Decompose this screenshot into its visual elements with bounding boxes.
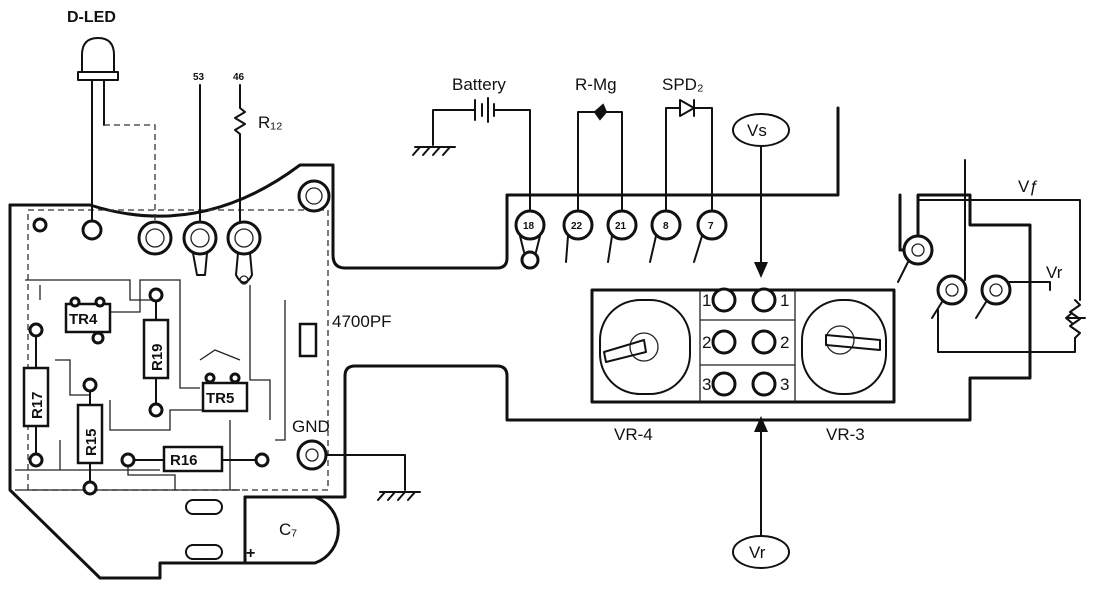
tr5-label: TR5 [206, 390, 234, 407]
vr-num-r3: 3 [780, 375, 789, 394]
pad-vr-a [936, 274, 968, 306]
r-mg-label: R-Mg [575, 75, 617, 94]
pin-46-label: 46 [233, 72, 245, 83]
pin-21: 21 [606, 209, 638, 263]
spd2-label: SPD₂ [662, 75, 704, 94]
tr4-transistor [64, 302, 112, 334]
vr-bottom-label: Vr [749, 543, 766, 562]
vr-num-l3: 3 [702, 375, 711, 394]
vr-num-l1: 1 [702, 291, 711, 310]
gnd-pad [296, 439, 328, 471]
vr4-wiper-icon [603, 339, 647, 363]
vr4-label: VR-4 [614, 425, 653, 444]
r19-resistor [142, 318, 170, 380]
vf-label: Vƒ [1018, 177, 1039, 196]
vs-label: Vs [747, 121, 767, 140]
pin-22: 22 [562, 209, 594, 263]
r19-label: R19 [149, 343, 166, 371]
mount-hole-right [297, 179, 331, 213]
spd2-diode-icon [679, 99, 695, 117]
pin-7: 7 [693, 209, 728, 263]
svg-text:7: 7 [708, 221, 714, 232]
vr-small-label: Vr [1046, 263, 1063, 282]
vr3-label: VR-3 [826, 425, 865, 444]
svg-text:18: 18 [523, 221, 535, 232]
ground-icon-battery [412, 146, 456, 156]
c7-plus: + [246, 545, 255, 562]
vr3-wiper-icon [825, 334, 881, 351]
r16-resistor [162, 445, 224, 473]
pin-18: 18 [514, 209, 546, 270]
r12-resistor-icon [234, 84, 246, 223]
pad-1 [137, 220, 173, 256]
vr3-rotor [801, 299, 887, 395]
vs-arrow-icon [754, 262, 768, 278]
pad-vr-b [980, 274, 1012, 306]
d-led-label: D-LED [67, 9, 116, 26]
board-outline-top [8, 106, 840, 270]
vr-num-r1: 1 [780, 291, 789, 310]
pin-8: 8 [649, 209, 682, 263]
r15-label: R15 [83, 428, 100, 456]
battery-icon [474, 97, 495, 123]
ground-icon-board [377, 491, 421, 501]
battery-label: Battery [452, 75, 506, 94]
tr5-transistor [201, 381, 249, 413]
vr-pot-icon [1065, 299, 1086, 339]
gnd-label: GND [292, 417, 330, 436]
r17-label: R17 [29, 391, 46, 419]
vr4-rotor [599, 299, 691, 395]
c7-outline [243, 495, 340, 565]
pin-53-label: 53 [193, 72, 205, 83]
slot-lower [185, 544, 223, 560]
led-pad [81, 219, 103, 241]
tr4-label: TR4 [69, 311, 98, 328]
vr-arrow-icon [754, 416, 768, 432]
slot-upper [185, 499, 223, 515]
vr-block [590, 288, 896, 404]
d-led-icon [77, 37, 119, 81]
vr-num-r2: 2 [780, 333, 789, 352]
c7-label: C₇ [279, 520, 297, 539]
r12-label: R₁₂ [258, 113, 283, 132]
cap-4700-label: 4700PF [332, 312, 392, 331]
cap-4700-icon [298, 322, 318, 358]
pad-46 [226, 220, 262, 256]
pad-53 [182, 220, 218, 256]
r17-resistor [22, 366, 50, 428]
svg-text:22: 22 [571, 221, 583, 232]
r15-resistor [76, 403, 104, 465]
r-mg-icon [593, 103, 608, 121]
mount-hole-left [32, 217, 48, 233]
vr-num-l2: 2 [702, 333, 711, 352]
svg-text:8: 8 [663, 221, 669, 232]
r16-label: R16 [170, 452, 198, 469]
vr-probe-label-bubble [732, 535, 790, 569]
pad-vf [902, 234, 934, 266]
svg-text:21: 21 [615, 221, 627, 232]
